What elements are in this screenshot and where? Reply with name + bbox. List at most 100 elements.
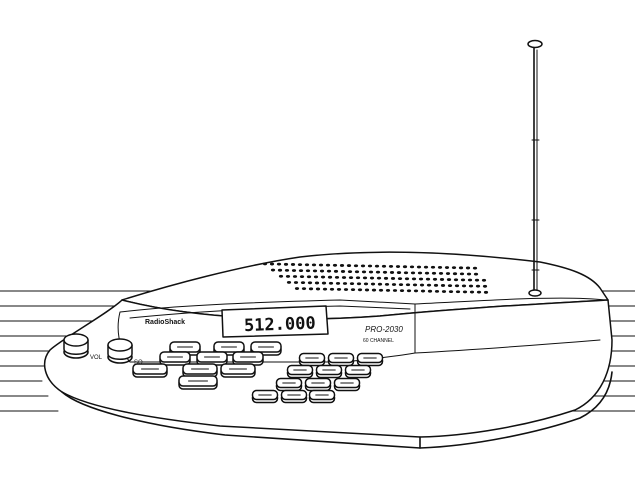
grille-hole <box>452 272 458 276</box>
keypad-key[interactable] <box>356 352 384 367</box>
grille-hole <box>340 270 346 273</box>
keypad-key[interactable] <box>232 351 264 366</box>
grille-hole <box>475 284 481 288</box>
keypad-key[interactable] <box>280 389 308 404</box>
grille-hole <box>346 264 352 267</box>
grille-hole <box>306 275 312 279</box>
grille-hole <box>301 287 307 291</box>
grille-hole <box>326 269 332 273</box>
number-keys <box>251 352 384 404</box>
model-label: PRO-2030 <box>365 325 403 334</box>
grille-hole <box>466 272 472 276</box>
keypad-key[interactable] <box>159 351 191 366</box>
grille-hole <box>350 288 356 292</box>
grille-hole <box>299 275 305 279</box>
grille-hole <box>285 274 291 278</box>
keypad-key[interactable] <box>251 389 279 404</box>
brand-logo-text: RadioShack <box>145 319 185 326</box>
grille-hole <box>445 272 451 275</box>
keypad-key[interactable] <box>315 364 343 379</box>
grille-hole <box>367 264 373 268</box>
grille-hole <box>420 289 426 293</box>
keypad-key[interactable] <box>304 377 332 392</box>
keypad-key[interactable] <box>298 352 326 367</box>
grille-hole <box>375 270 381 274</box>
lcd-frequency: 512.000 <box>244 314 316 336</box>
grille-hole <box>277 268 283 272</box>
keypad-key[interactable] <box>275 377 303 392</box>
grille-hole <box>473 272 479 276</box>
grille-hole <box>438 272 444 275</box>
squelch-knob[interactable] <box>107 338 133 364</box>
grille-hole <box>458 266 464 270</box>
grille-hole <box>412 283 418 287</box>
grille-hole <box>318 263 324 267</box>
grille-hole <box>377 282 383 286</box>
grille-hole <box>468 284 474 288</box>
grille-hole <box>474 278 480 282</box>
grille-hole <box>419 283 425 287</box>
grille-hole <box>462 290 468 294</box>
grille-hole <box>325 263 331 267</box>
keypad-key[interactable] <box>196 351 228 366</box>
grille-hole <box>363 282 369 286</box>
keypad-key[interactable] <box>178 375 218 390</box>
keypad-key[interactable] <box>333 377 361 392</box>
grille-hole <box>315 287 321 291</box>
grille-hole <box>370 282 376 286</box>
keypad-key[interactable] <box>308 389 336 404</box>
grille-hole <box>403 271 409 275</box>
grille-hole <box>332 263 338 267</box>
keypad-key[interactable] <box>169 341 201 356</box>
grille-hole <box>356 282 362 286</box>
grille-hole <box>334 275 340 279</box>
grille-hole <box>461 284 467 288</box>
grille-hole <box>374 264 380 268</box>
grille-hole <box>361 270 367 274</box>
grille-hole <box>446 278 452 281</box>
grille-hole <box>304 263 310 267</box>
keypad-key[interactable] <box>344 364 372 379</box>
volume-knob[interactable] <box>63 333 89 359</box>
grille-hole <box>333 269 339 273</box>
grille-hole <box>327 275 333 279</box>
grille-hole <box>335 281 341 285</box>
grille-hole <box>319 269 325 273</box>
telescopic-antenna <box>527 39 543 297</box>
grille-hole <box>362 276 368 280</box>
grille-hole <box>482 284 488 288</box>
grille-hole <box>307 281 313 285</box>
keypad-key[interactable] <box>182 363 218 378</box>
grille-hole <box>430 265 436 269</box>
grille-hole <box>440 284 446 287</box>
grille-hole <box>348 276 354 280</box>
keypad-key[interactable] <box>327 352 355 367</box>
grille-hole <box>431 271 437 275</box>
keypad-key[interactable] <box>286 364 314 379</box>
grille-hole <box>298 269 304 273</box>
grille-hole <box>437 266 443 269</box>
grille-hole <box>283 262 289 266</box>
grille-hole <box>439 278 445 281</box>
grille-hole <box>481 278 487 282</box>
grille-hole <box>322 287 328 291</box>
grille-hole <box>388 265 394 268</box>
grille-hole <box>465 266 471 270</box>
grille-hole <box>399 289 405 293</box>
grille-hole <box>384 282 390 286</box>
grille-hole <box>426 283 432 287</box>
grille-hole <box>395 265 401 268</box>
grille-hole <box>454 284 460 288</box>
grille-hole <box>305 269 311 273</box>
grille-hole <box>459 272 465 276</box>
grille-hole <box>483 290 489 294</box>
grille-hole <box>320 275 326 279</box>
function-keys <box>132 341 282 390</box>
grille-hole <box>291 269 297 272</box>
keypad-key[interactable] <box>220 363 256 378</box>
grille-hole <box>308 287 314 291</box>
grille-hole <box>413 289 419 293</box>
grille-hole <box>284 268 290 272</box>
grille-hole <box>378 288 384 292</box>
keypad-key[interactable] <box>132 363 168 378</box>
